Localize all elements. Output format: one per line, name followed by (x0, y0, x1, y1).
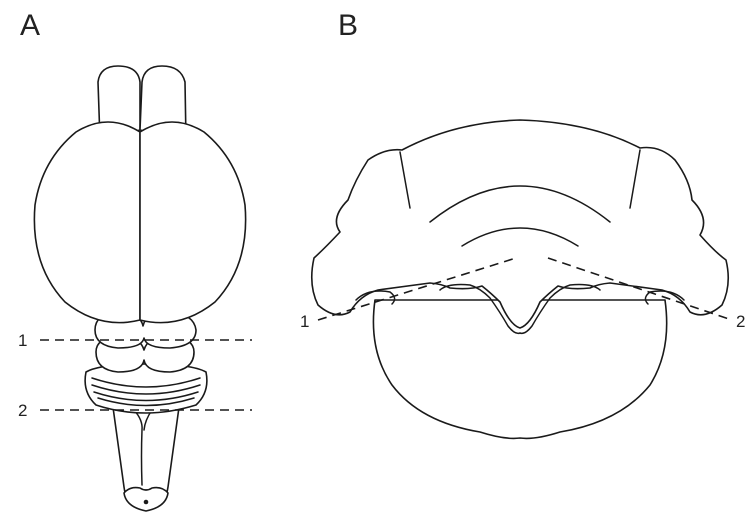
medulla-tip-dot (144, 500, 149, 505)
cut-label-b-1: 1 (300, 312, 309, 331)
cerebral-hemisphere-left (34, 122, 140, 323)
cerebral-hemisphere-right (140, 122, 246, 323)
panel-label-b: B (338, 9, 358, 42)
coronal-section-view (312, 120, 729, 438)
cut-label-a-1: 1 (18, 331, 27, 350)
cut-label-b-2: 2 (736, 312, 745, 331)
cerebellum (312, 120, 729, 328)
dorsal-brain-view (34, 66, 245, 511)
panel-label-a: A (20, 9, 40, 42)
cut-label-a-2: 2 (18, 401, 27, 420)
medulla-tip (124, 488, 168, 511)
